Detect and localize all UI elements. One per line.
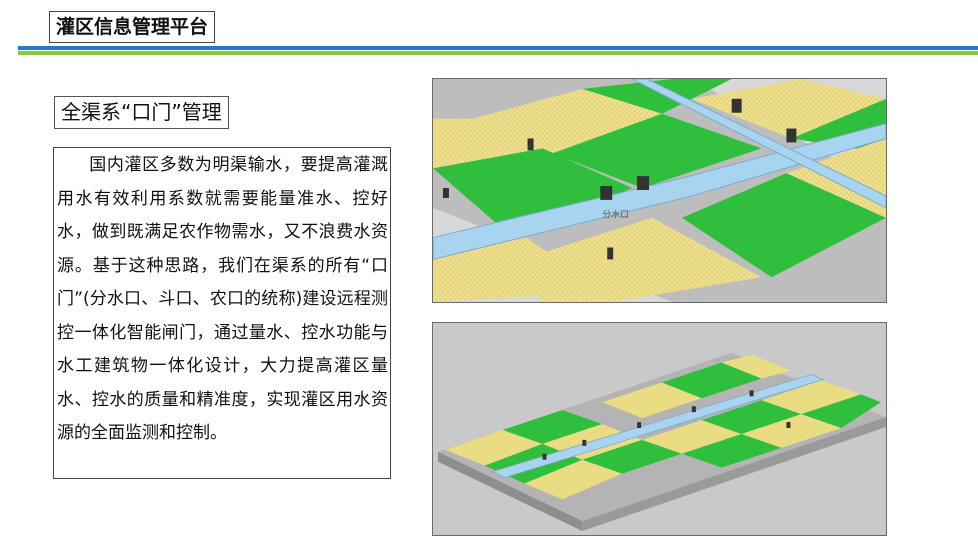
canal-label: 分水口: [602, 209, 629, 221]
field: [582, 79, 732, 114]
field: [801, 394, 882, 429]
field: [721, 354, 792, 379]
field: [681, 433, 782, 468]
field: [661, 362, 762, 399]
field: [552, 113, 762, 189]
field: [433, 118, 543, 169]
field: [502, 410, 603, 444]
field: [761, 380, 862, 415]
field: [681, 173, 886, 278]
header-rule-green: [18, 51, 978, 55]
field: [444, 429, 543, 466]
field: [691, 79, 886, 139]
header-rule-blue: [18, 46, 978, 50]
field: [524, 459, 623, 500]
description-text: 国内灌区多数为明渠输水，要提高灌溉用水有效利用系数就需要能量准水、控好水，做到既…: [57, 155, 388, 443]
field: [472, 88, 662, 154]
district-overview-svg: [433, 323, 886, 535]
field: [602, 382, 702, 419]
field: [433, 148, 633, 238]
canal-closeup-illustration: 分水口: [432, 78, 887, 303]
description-box: 国内灌区多数为明渠输水，要提高灌溉用水有效利用系数就需要能量准水、控好水，做到既…: [53, 147, 391, 479]
field: [701, 400, 802, 434]
canal-closeup-svg: 分水口: [433, 79, 886, 302]
main-canal: [433, 123, 886, 260]
field: [642, 420, 742, 454]
field: [741, 414, 842, 448]
section-title: 全渠系“口门”管理: [54, 96, 229, 129]
field: [582, 439, 682, 474]
main-canal: [491, 374, 825, 478]
branch-canal: [631, 79, 886, 209]
district-overview-illustration: [432, 322, 887, 536]
page-title: 灌区信息管理平台: [49, 11, 216, 43]
